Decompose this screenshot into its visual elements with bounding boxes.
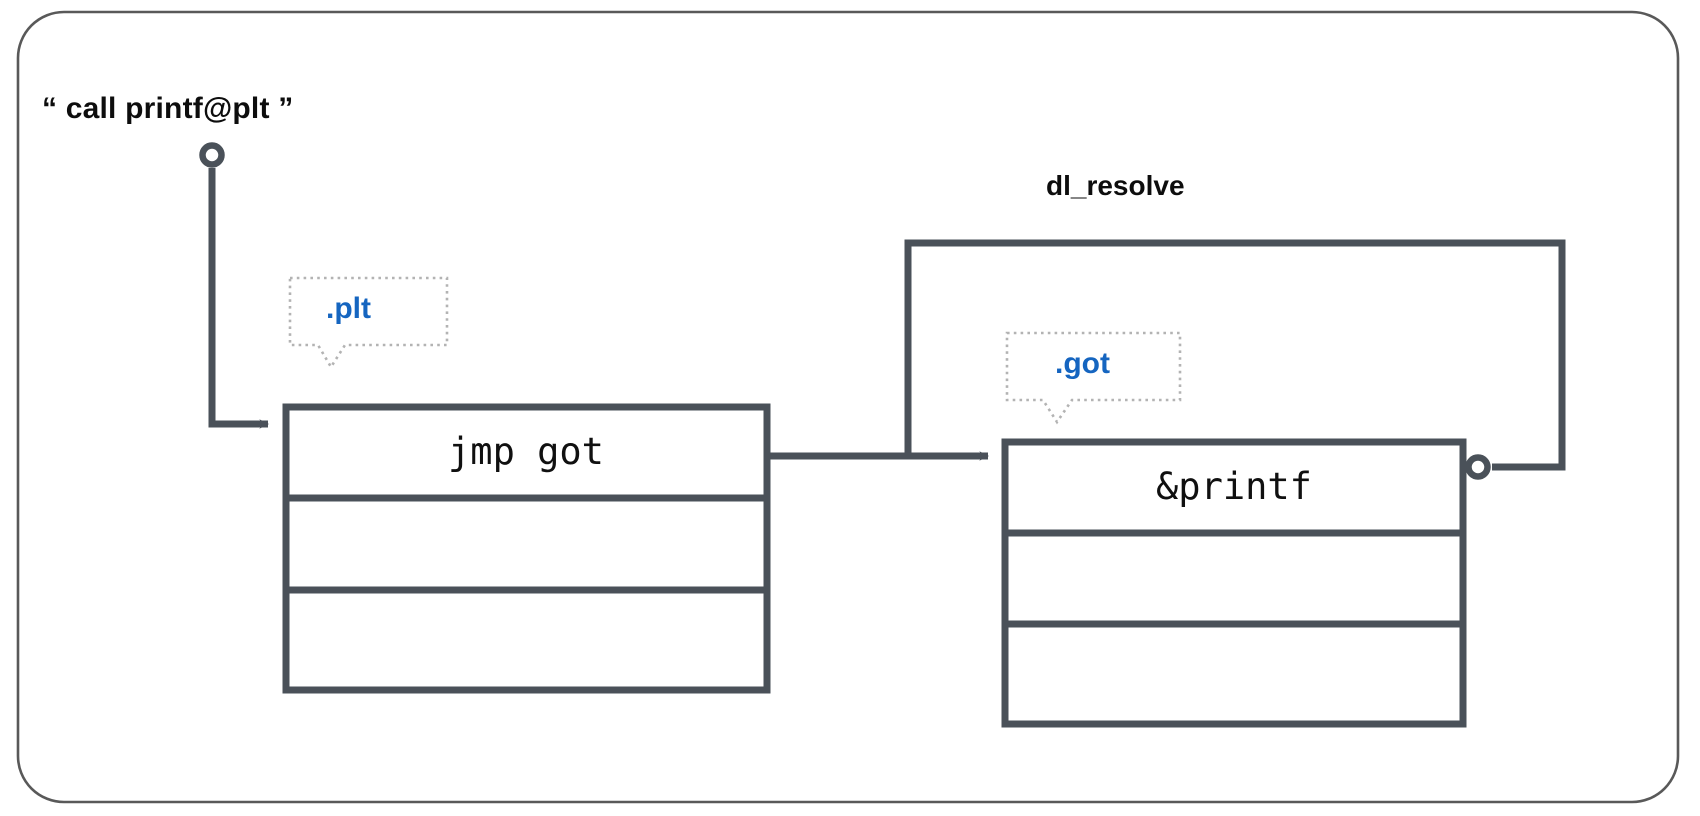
connector-call-to-plt: [199, 142, 270, 429]
got-table[interactable]: [1001, 438, 1467, 728]
diagram-frame: [16, 10, 1680, 804]
got-callout-bubble: [1005, 331, 1182, 425]
plt-table-outline: [282, 403, 771, 694]
got-table-outline: [1001, 438, 1467, 728]
connector-got-to-dlresolve: [904, 239, 1566, 480]
connector-start-circle: [199, 142, 225, 168]
plt-callout-bubble: [288, 276, 449, 370]
connector-dlresolve-circle: [1465, 454, 1491, 480]
plt-table[interactable]: [282, 403, 771, 694]
